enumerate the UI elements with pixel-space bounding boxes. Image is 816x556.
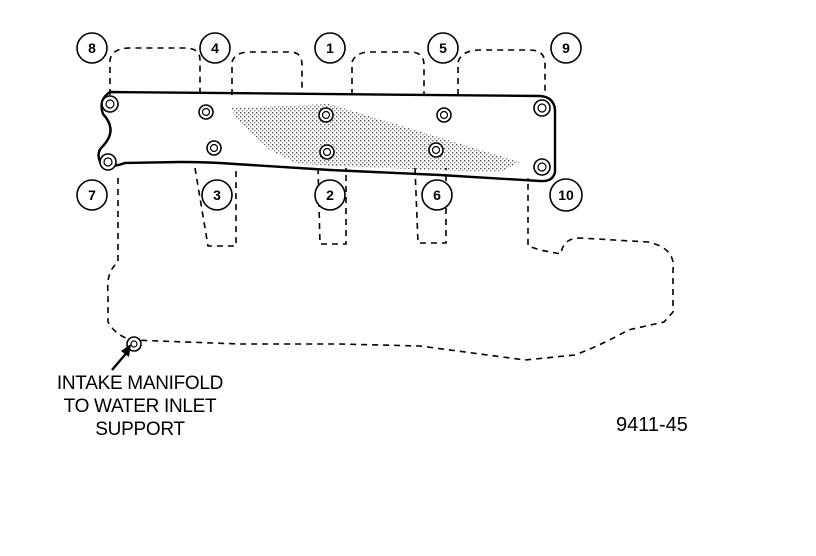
svg-text:5: 5 (439, 40, 447, 56)
bolt-1 (318, 107, 334, 123)
note-line: TO WATER INLET (63, 396, 217, 417)
note-line: SUPPORT (95, 419, 185, 440)
callout-1: 1 (314, 32, 346, 64)
callout-10: 10 (549, 178, 583, 212)
upper-runners (109, 47, 546, 95)
callout-6: 6 (421, 179, 453, 211)
callout-4: 4 (199, 32, 231, 64)
pointer-arrow (111, 344, 131, 371)
callout-7: 7 (76, 179, 108, 211)
water-inlet-support-bolt (126, 336, 142, 352)
manifold-body-outline (106, 178, 675, 361)
svg-text:2: 2 (326, 187, 334, 203)
svg-text:9: 9 (562, 40, 570, 56)
svg-text:10: 10 (558, 187, 574, 203)
svg-text:8: 8 (88, 40, 96, 56)
bolt-6 (428, 142, 444, 158)
callout-3: 3 (201, 179, 233, 211)
figure-number: 9411-45 (616, 414, 688, 436)
water-inlet-support-note: INTAKE MANIFOLD TO WATER INLET SUPPORT (30, 372, 250, 441)
svg-text:1: 1 (326, 40, 334, 56)
upper-manifold-plate (97, 90, 557, 183)
bolts (99, 95, 551, 176)
bolt-2 (319, 144, 335, 160)
bolt-9 (533, 99, 551, 117)
callout-2: 2 (314, 179, 346, 211)
svg-text:4: 4 (211, 40, 219, 56)
manifold-shaded-area (230, 104, 520, 172)
note-line: INTAKE MANIFOLD (56, 373, 224, 394)
bolt-7 (99, 153, 117, 171)
callout-8: 8 (76, 32, 108, 64)
callout-5: 5 (427, 32, 459, 64)
svg-text:6: 6 (433, 187, 441, 203)
bolt-4 (198, 104, 214, 120)
bolt-10 (533, 158, 551, 176)
svg-text:3: 3 (213, 187, 221, 203)
bolt-3 (206, 140, 222, 156)
svg-text:7: 7 (88, 187, 96, 203)
callout-9: 9 (550, 32, 582, 64)
bolt-8 (101, 95, 119, 113)
bolt-5 (436, 107, 452, 123)
